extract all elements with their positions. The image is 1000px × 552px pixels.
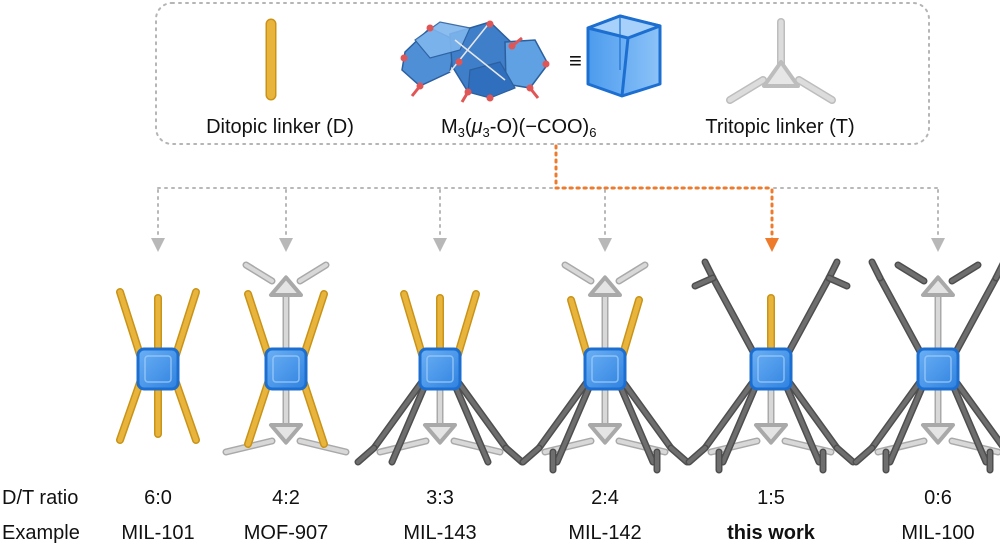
tritopic-unit-bottom	[519, 375, 691, 474]
example-name: MIL-143	[403, 522, 477, 544]
formula-rest: -O)(−COO)	[489, 116, 590, 138]
tritopic-unit-top-arms	[868, 258, 1000, 363]
cluster-cube	[583, 347, 627, 391]
cluster-cube	[418, 347, 462, 391]
cluster-polyhedra-icon	[400, 20, 550, 103]
ditopic-rod	[244, 373, 274, 448]
formula-open: (	[464, 116, 472, 138]
structure-mil-101	[116, 288, 200, 444]
cluster-cube	[136, 347, 180, 391]
formula-sub-metal: 3	[457, 125, 465, 140]
tritopic-linker-label: Tritopic linker (T)	[705, 116, 855, 138]
gray-arrow	[279, 189, 293, 252]
ditopic-rod	[244, 290, 274, 365]
example-row-header: Example	[2, 522, 80, 544]
ratio-value: 6:0	[144, 487, 172, 509]
structure-this-work	[685, 258, 857, 474]
gray-arrow	[151, 189, 165, 252]
structure-mil-143	[354, 290, 526, 466]
ditopic-rod	[298, 290, 328, 365]
ratio-value: 2:4	[591, 487, 619, 509]
tritopic-unit-top	[894, 261, 982, 351]
formula-sub-mu: 3	[482, 125, 490, 140]
ratio-value: 0:6	[924, 487, 952, 509]
tritopic-unit-bottom	[354, 375, 526, 466]
gray-arrow	[433, 189, 447, 252]
structure-mil-142	[519, 261, 691, 474]
gray-arrow	[931, 189, 945, 252]
cluster-cube	[749, 347, 793, 391]
equivalence-symbol: ≡	[569, 48, 582, 73]
tritopic-unit-top	[561, 261, 649, 351]
connector-lines	[157, 144, 941, 190]
ditopic-linker-label: Ditopic linker (D)	[206, 116, 354, 138]
structure-mof-907	[222, 261, 350, 456]
tritopic-unit-top-arms	[691, 258, 851, 363]
structure-mil-100	[852, 258, 1000, 474]
ratio-value: 3:3	[426, 487, 454, 509]
cluster-cube	[264, 347, 308, 391]
tritopic-unit-bottom	[685, 375, 857, 474]
example-name: MIL-101	[121, 522, 195, 544]
ditopic-rod	[298, 373, 328, 448]
tritopic-unit-bottom	[222, 387, 350, 456]
ratio-value: 1:5	[757, 487, 785, 509]
ratio-row-header: D/T ratio	[2, 487, 79, 509]
cluster-formula-label: M3(μ3-O)(−COO)6	[441, 116, 597, 140]
orange-arrow	[765, 188, 779, 252]
gray-arrow	[598, 189, 612, 252]
ratio-value: 4:2	[272, 487, 300, 509]
example-name: MOF-907	[243, 522, 329, 544]
formula-metal: M	[441, 116, 458, 138]
formula-sub-coo: 6	[589, 125, 597, 140]
tritopic-unit-top	[242, 261, 330, 351]
formula-mu: μ	[471, 116, 483, 138]
example-name: MIL-100	[901, 522, 975, 544]
legend-box	[155, 2, 930, 145]
tritopic-unit-bottom	[852, 375, 1000, 474]
ditopic-rod	[116, 288, 146, 365]
example-name: MIL-142	[568, 522, 642, 544]
tritopic-linker-icon	[726, 18, 836, 104]
example-name: this work	[727, 522, 815, 544]
trigonal-prism-icon	[586, 14, 662, 98]
ditopic-rod	[170, 288, 200, 365]
cluster-cube	[916, 347, 960, 391]
